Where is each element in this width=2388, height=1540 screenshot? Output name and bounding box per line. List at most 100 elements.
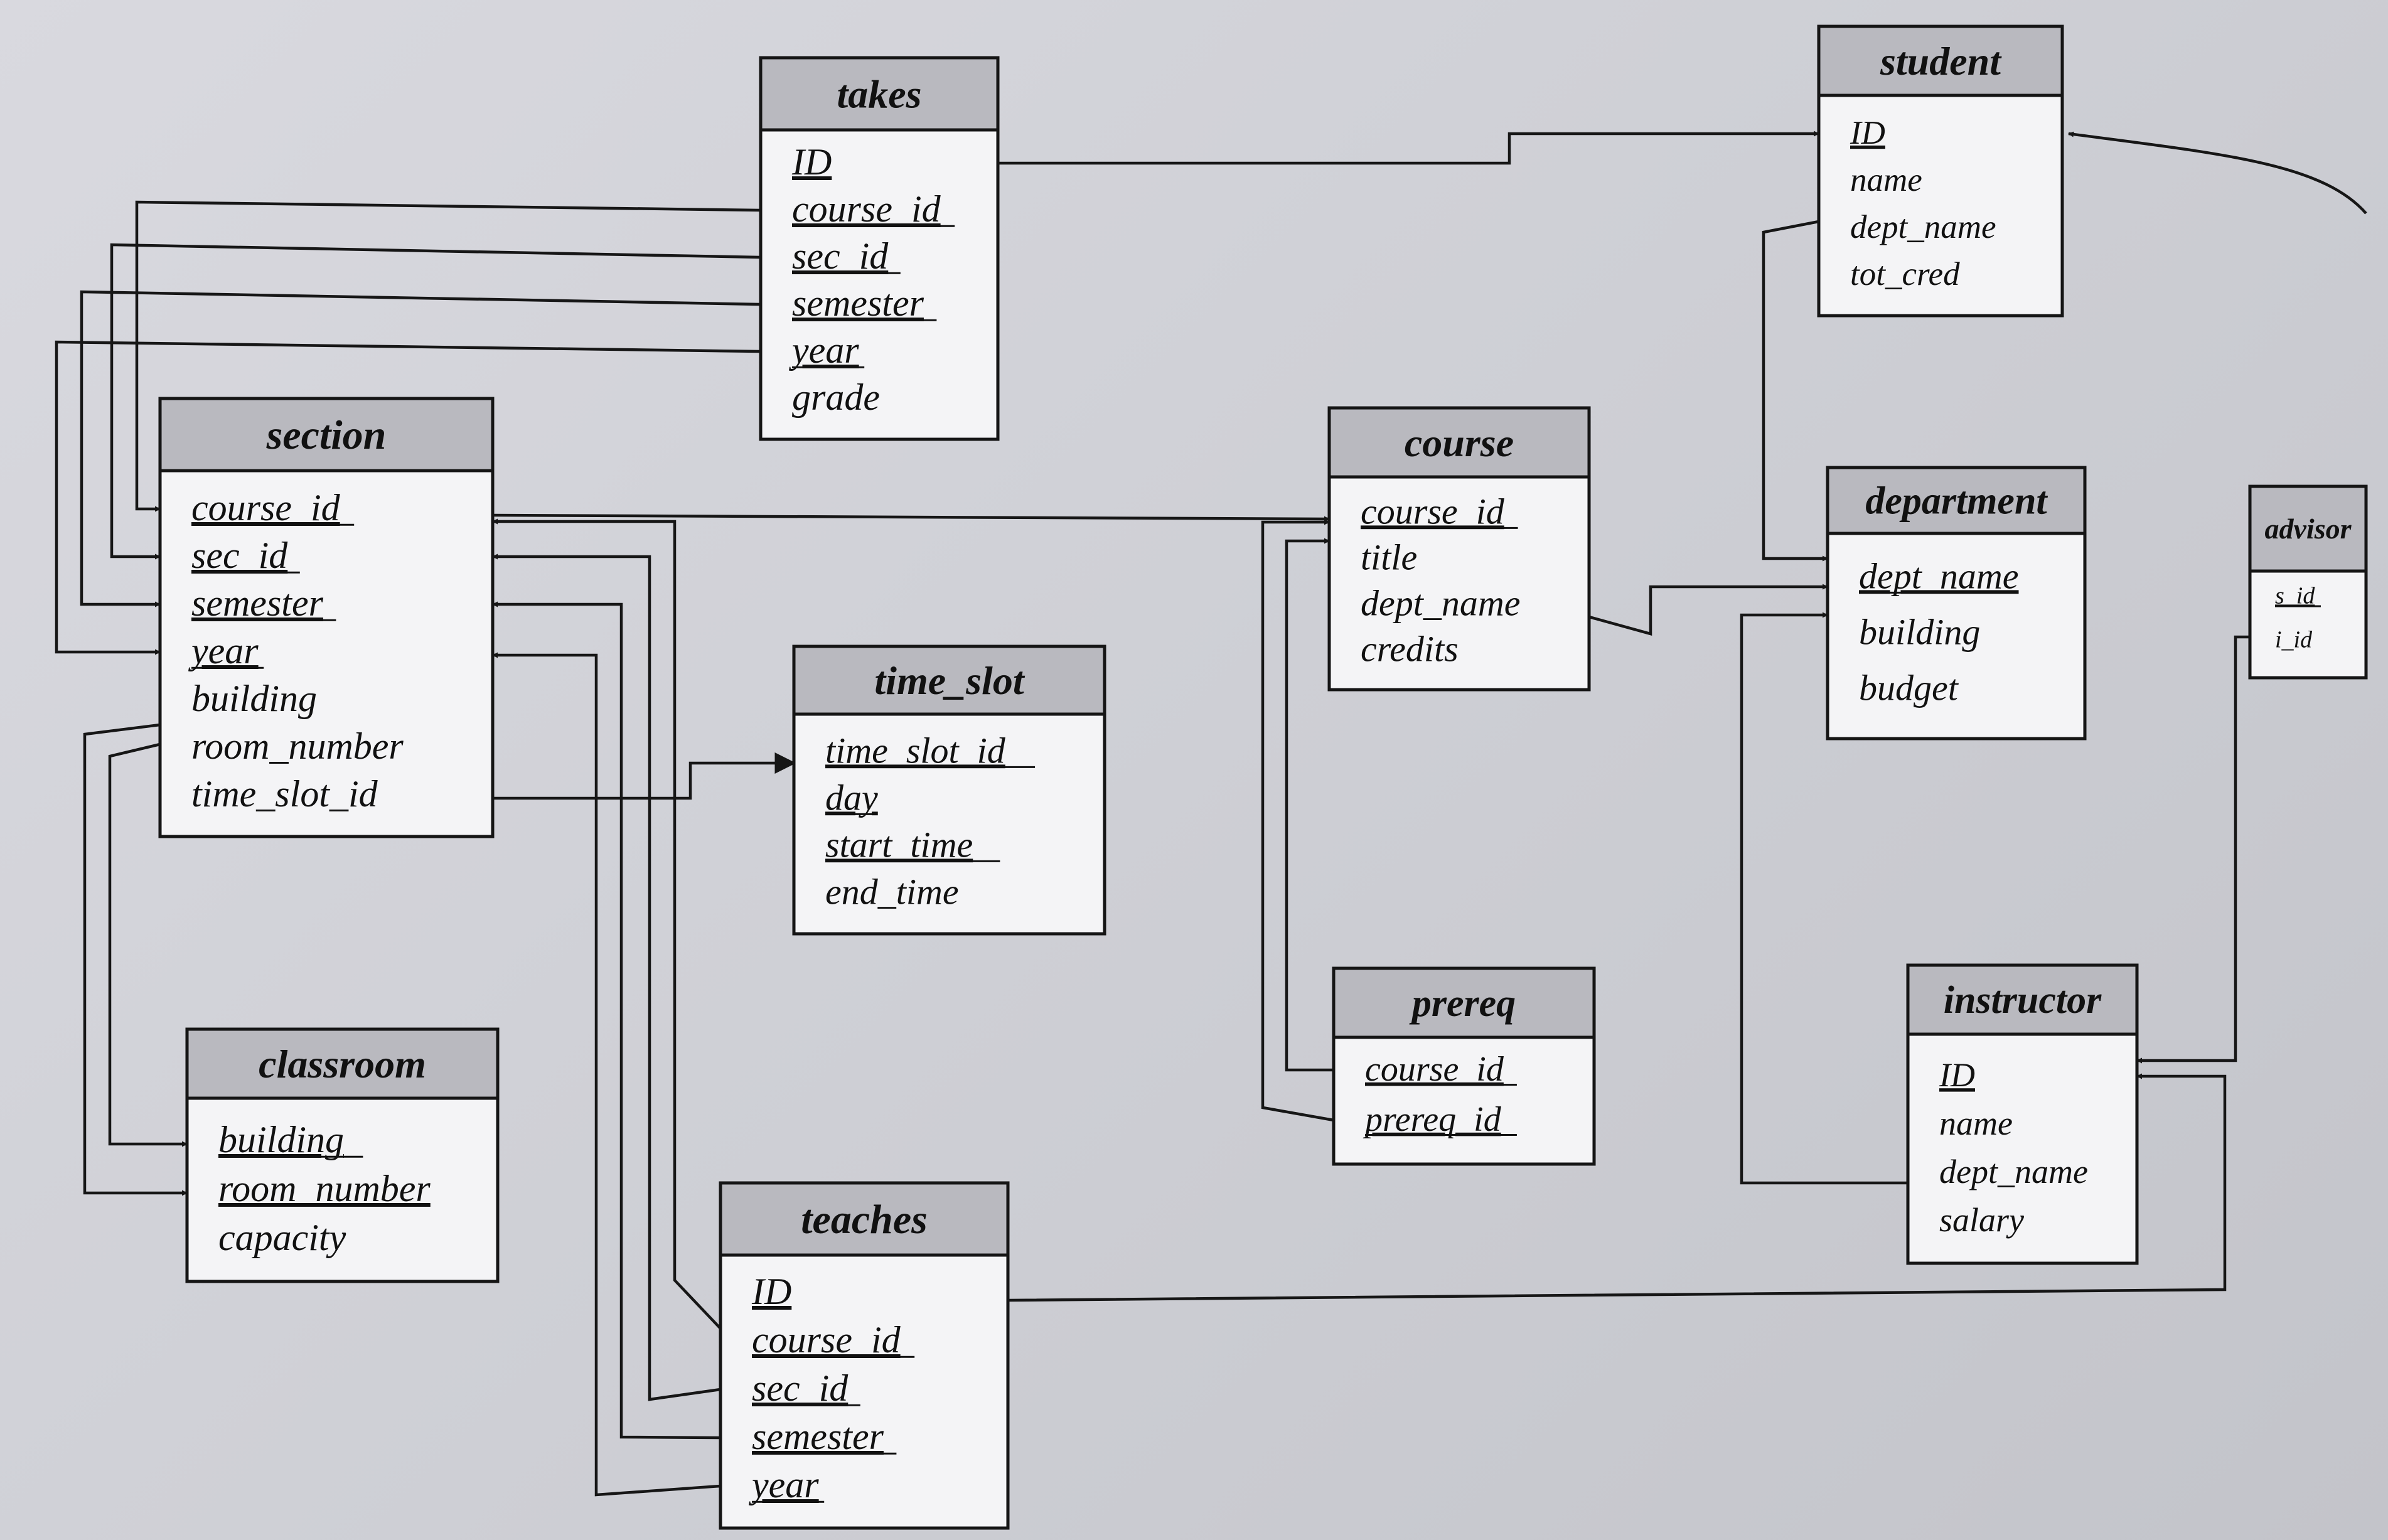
section-body (158, 469, 495, 838)
time_slot-header (792, 644, 1106, 716)
prereq-body (1332, 1035, 1596, 1166)
instructor-title: instructor (1944, 979, 2102, 1022)
teaches-body (719, 1253, 1010, 1530)
section-attr-year: year (188, 630, 259, 671)
teaches-attr-course-id: course_id (752, 1319, 901, 1361)
edge-section-course (492, 513, 1330, 522)
takes-attr-ID: ID (791, 141, 832, 183)
section-attr-course-id: course_id (191, 487, 341, 528)
instructor-attr-ID: ID (1939, 1056, 1975, 1094)
course-body (1327, 475, 1591, 692)
instructor-attr-dept-name: dept_name (1939, 1153, 2088, 1190)
classroom-body (185, 1096, 500, 1283)
department-attr-building: building (1859, 611, 1980, 652)
section-title: section (266, 412, 387, 458)
section-attr-room-number: room_number (191, 725, 404, 767)
edge-course-department (1588, 584, 1828, 636)
takes-attr-course-id: course_id (792, 188, 941, 230)
edge-prereq-course-prereqid (1261, 519, 1334, 1122)
time_slot-attr-start-time: start_time (825, 824, 973, 865)
edge-section-classroom-room (83, 723, 188, 1196)
student-title: student (1880, 39, 2002, 83)
time_slot-attr-time-slot-id: time_slot_id (825, 730, 1006, 771)
takes-body (759, 128, 1000, 441)
course-header (1327, 406, 1591, 479)
instructor-attr-salary: salary (1939, 1201, 2024, 1239)
relation-tables: takesIDcourse_idsec_idsemesteryeargrades… (158, 24, 2368, 1530)
instructor-attr-name: name (1939, 1104, 2013, 1142)
edge-advisor-instructor (2136, 635, 2250, 1064)
teaches-attr-semester: semester (752, 1416, 884, 1457)
edge-takes-section-course (135, 200, 761, 512)
classroom-attr-building: building (218, 1119, 344, 1160)
section-attr-building: building (191, 678, 317, 719)
time_slot-attr-end-time: end_time (825, 871, 959, 912)
section-attr-sec-id: sec_id (191, 535, 288, 576)
edge-teaches-section-sem (492, 601, 721, 1440)
classroom-attr-capacity: capacity (218, 1217, 346, 1258)
classroom-table: classroom building room_number capacity (185, 1027, 500, 1283)
edge-teaches-section-year (492, 652, 721, 1497)
edge-teaches-section-secid (492, 553, 721, 1401)
department-attr-dept-name: dept_name (1859, 555, 2019, 596)
course-attr-course-id: course_id (1361, 491, 1505, 532)
department-attr-budget: budget (1859, 667, 1959, 708)
section-header (158, 397, 495, 473)
prereq-attr-prereq-id: prereq_id (1363, 1100, 1502, 1139)
edge-teaches-instructor (1007, 1073, 2227, 1302)
course-attr-credits: credits (1361, 628, 1459, 669)
instructor-body (1906, 1032, 2139, 1265)
section-table: section course_id sec_id semester year buildi… (158, 397, 495, 838)
classroom-title: classroom (259, 1042, 426, 1086)
takes-header (759, 56, 1000, 132)
student-attr-name: name (1850, 162, 1922, 198)
teaches-title: teaches (801, 1197, 928, 1243)
advisor-header (2248, 484, 2368, 573)
prereq-header (1332, 966, 1596, 1039)
time_slot-title: time_slot (874, 658, 1025, 703)
takes-title: takes (837, 72, 921, 116)
edge-teaches-section-course (492, 518, 722, 1330)
edge-takes-section-secid (110, 243, 761, 560)
department-body (1826, 532, 2087, 741)
edge-takes-section-year (55, 340, 761, 655)
classroom-header (185, 1027, 500, 1100)
advisor-title: advisor (2265, 513, 2352, 545)
advisor-table: advisor s_id i_id (2248, 484, 2368, 680)
edge-section-timeslot (493, 752, 796, 800)
teaches-attr-ID: ID (751, 1271, 791, 1312)
edge-takes-student (998, 131, 1819, 165)
edge-section-classroom-building (108, 742, 188, 1147)
edge-instructor-department (1740, 612, 1908, 1185)
takes-attr-semester: semester (792, 282, 924, 324)
prereq-title: prereq (1409, 982, 1516, 1025)
student-attr-tot-cred: tot_cred (1850, 256, 1960, 292)
advisor-attr-i-id: i_id (2275, 626, 2313, 653)
time_slot-body (792, 712, 1106, 936)
prereq-attr-course-id: course_id (1365, 1050, 1504, 1089)
course-attr-title: title (1361, 537, 1417, 577)
time_slot-attr-day: day (825, 777, 878, 818)
student-attr-ID: ID (1850, 115, 1885, 151)
classroom-attr-room-number: room_number (218, 1168, 431, 1209)
section-attr-semester: semester (191, 582, 324, 624)
edge-student-department (1762, 220, 1828, 562)
edge-prereq-course (1285, 538, 1334, 1072)
edge-takes-section-sem (80, 290, 761, 607)
teaches-attr-sec-id: sec_id (752, 1367, 849, 1409)
course-title: course (1405, 420, 1514, 465)
teaches-attr-year: year (748, 1464, 819, 1505)
takes-attr-grade: grade (792, 377, 880, 418)
prereq-table: prereq course_id prereq_id (1332, 966, 1596, 1166)
advisor-attr-s-id: s_id (2275, 582, 2315, 609)
section-attr-time-slot-id: time_slot_id (191, 773, 378, 815)
takes-attr-sec-id: sec_id (792, 235, 889, 277)
edge-advisor-student (2068, 131, 2367, 215)
